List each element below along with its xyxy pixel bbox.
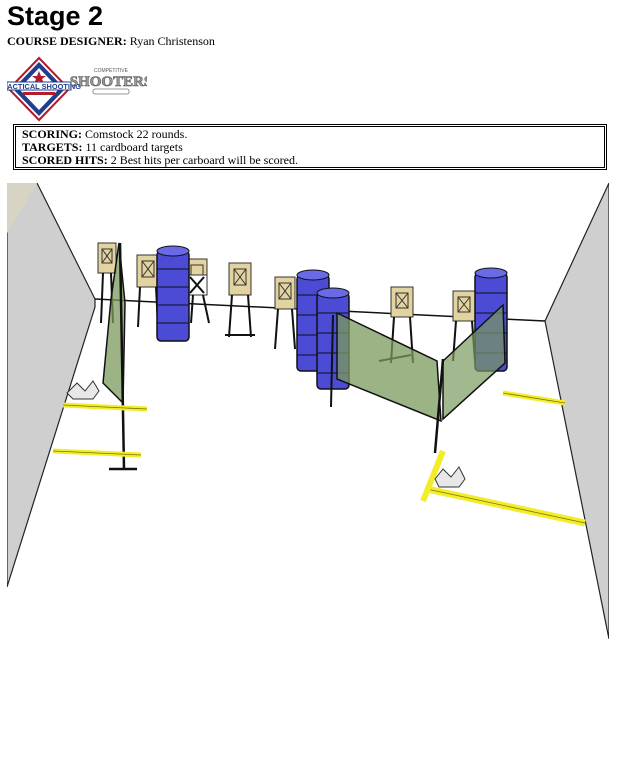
logo-row: PRACTICAL SHOOTING COMPETITIVE SHOOTERS: [7, 56, 147, 122]
stage-diagram: [7, 183, 609, 639]
scored-hits-label: SCORED HITS:: [22, 153, 108, 167]
barrel-stack: [157, 246, 189, 341]
designer-name: Ryan Christenson: [130, 34, 215, 48]
scoring-box: SCORING: Comstock 22 rounds. TARGETS: 11…: [13, 124, 607, 170]
scoring-value: Comstock 22 rounds.: [85, 127, 187, 141]
scored-hits-row: SCORED HITS: 2 Best hits per carboard wi…: [22, 154, 598, 167]
targets-label: TARGETS:: [22, 140, 82, 154]
course-designer: COURSE DESIGNER: Ryan Christenson: [7, 34, 215, 48]
competitive-shooters-logo: COMPETITIVE SHOOTERS: [70, 68, 147, 94]
sponsor-logos: PRACTICAL SHOOTING COMPETITIVE SHOOTERS: [7, 56, 147, 122]
right-logo-main-text: SHOOTERS: [70, 74, 147, 90]
scored-hits-value: 2 Best hits per carboard will be scored.: [111, 153, 298, 167]
targets-value: 11 cardboard targets: [85, 140, 182, 154]
scoring-label: SCORING:: [22, 127, 82, 141]
stage-diagram-svg: [7, 183, 609, 639]
designer-label: COURSE DESIGNER:: [7, 34, 127, 48]
stage-title: Stage 2: [7, 0, 103, 32]
